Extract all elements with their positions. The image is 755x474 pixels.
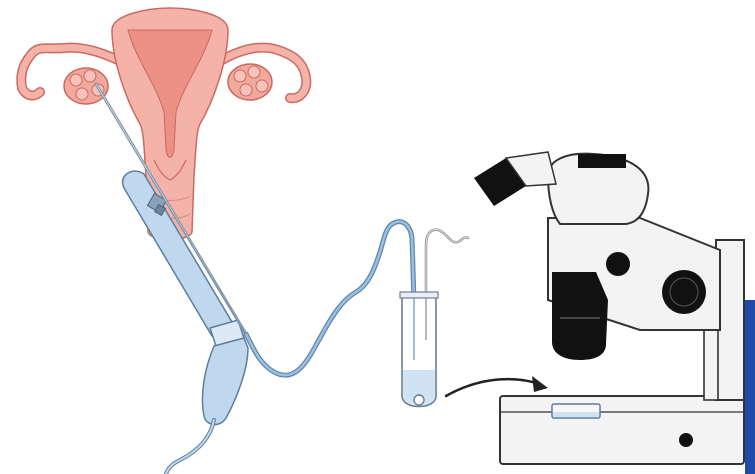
microscope-base [500, 396, 744, 464]
test-tube-cap [400, 292, 438, 298]
probe-handle [202, 338, 248, 425]
stereo-microscope-icon [474, 152, 744, 464]
right-ovary [228, 64, 272, 100]
transfer-arrow-icon [446, 376, 548, 396]
base-knob [679, 433, 693, 447]
probe-cable [166, 420, 214, 474]
collection-test-tube-icon [400, 292, 438, 407]
accent-edge-bar [745, 300, 755, 474]
culture-dish-icon [552, 404, 600, 418]
left-ovary [64, 68, 108, 104]
microscope-objective [552, 272, 608, 360]
focus-knob-small [606, 252, 630, 276]
